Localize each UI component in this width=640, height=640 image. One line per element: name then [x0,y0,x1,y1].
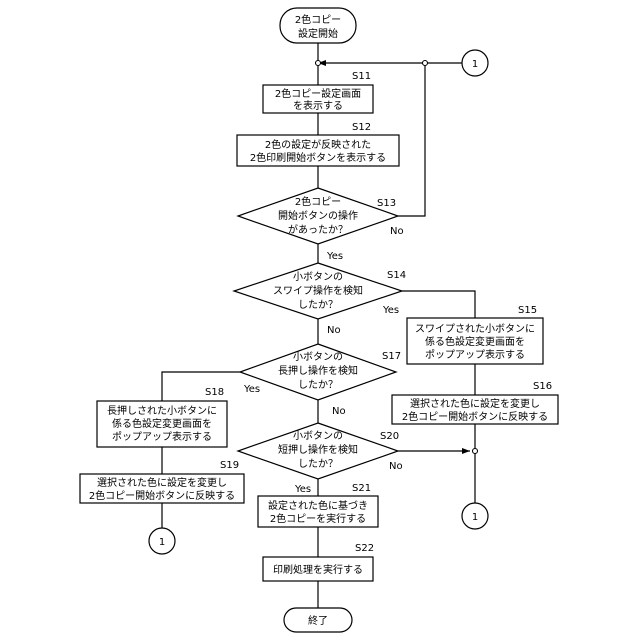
s18-line-1: 長押しされた小ボタンに [107,404,217,417]
s18-line-2: 係る色設定変更画面を [112,417,212,430]
s19-line-2: 2色コピー開始ボタンに反映する [89,489,235,502]
decision-s14: 小ボタンの スワイプ操作を検知 したか？ S14 Yes No [234,263,406,336]
s12-line-1: 2色の設定が反映された [265,138,371,151]
start-line-2: 設定開始 [298,27,338,40]
s19-line-1: 選択された色に設定を変更し [97,476,227,489]
s17-line-1: 小ボタンの [293,351,343,363]
connector-left-label: 1 [159,537,165,548]
s13-no-label: No [390,226,404,237]
s20-step-label: S20 [380,431,399,442]
s17-yes-label: Yes [243,384,260,395]
s16-step-label: S16 [533,381,552,392]
s19-step-label: S19 [220,460,239,471]
s21-line-2: 2色コピーを実行する [270,512,366,525]
connector-top-label: 1 [472,59,478,70]
s17-line-3: したか？ [298,379,338,391]
s13-yes-label: Yes [326,251,343,262]
connector-right: 1 [462,503,488,529]
s22-step-label: S22 [355,543,374,554]
s14-line-3: したか？ [298,299,338,311]
start-line-1: 2色コピー [295,13,341,26]
s11-line-1: 2色コピー設定画面 [275,87,361,100]
s20-no-label: No [389,461,403,472]
s14-yes-label: Yes [382,305,399,316]
s18-line-3: ポップアップ表示する [112,430,212,443]
s13-line-3: があったか？ [288,223,348,236]
decision-s20: 小ボタンの 短押し操作を検知 したか？ S20 No Yes [238,423,403,495]
s15-line-2: 係る色設定変更画面を [425,335,525,348]
s14-step-label: S14 [387,270,406,281]
s20-line-3: したか？ [298,458,338,470]
s20-yes-label: Yes [294,484,311,495]
s15-line-1: スワイプされた小ボタンに [415,323,535,335]
s14-line-2: スワイプ操作を検知 [273,284,363,297]
s15-line-3: ポップアップ表示する [425,348,525,361]
s20-line-1: 小ボタンの [293,430,343,442]
s12-line-2: 2色印刷開始ボタンを表示する [250,151,386,164]
s17-step-label: S17 [382,351,401,362]
decision-s13: 2色コピー 開始ボタンの操作 があったか？ S13 No Yes [238,188,404,262]
connector-left: 1 [149,528,175,554]
s11-step-label: S11 [352,71,371,82]
s17-line-2: 長押し操作を検知 [278,364,358,377]
end-label: 終了 [308,614,328,627]
s16-line-2: 2色コピー開始ボタンに反映する [402,410,548,423]
start-terminator: 2色コピー 設定開始 [280,8,356,43]
s14-no-label: No [327,325,341,336]
s16-line-1: 選択された色に設定を変更し [410,397,540,410]
decision-s17: 小ボタンの 長押し操作を検知 したか？ S17 Yes No [240,344,401,417]
s22-line-1: 印刷処理を実行する [273,563,363,576]
s12-step-label: S12 [352,122,371,133]
connector-top: 1 [462,50,488,76]
s21-step-label: S21 [352,483,371,494]
s13-step-label: S13 [377,198,396,209]
s13-line-2: 開始ボタンの操作 [278,209,358,222]
s14-line-1: 小ボタンの [293,271,343,283]
s17-no-label: No [332,406,346,417]
end-terminator: 終了 [284,608,352,632]
s20-line-2: 短押し操作を検知 [278,443,358,456]
s18-step-label: S18 [205,387,224,398]
s11-line-2: を表示する [293,99,343,112]
connector-right-label: 1 [472,512,478,523]
s15-step-label: S15 [518,305,537,316]
s13-line-1: 2色コピー [295,195,341,208]
s21-line-1: 設定された色に基づき [268,499,368,512]
